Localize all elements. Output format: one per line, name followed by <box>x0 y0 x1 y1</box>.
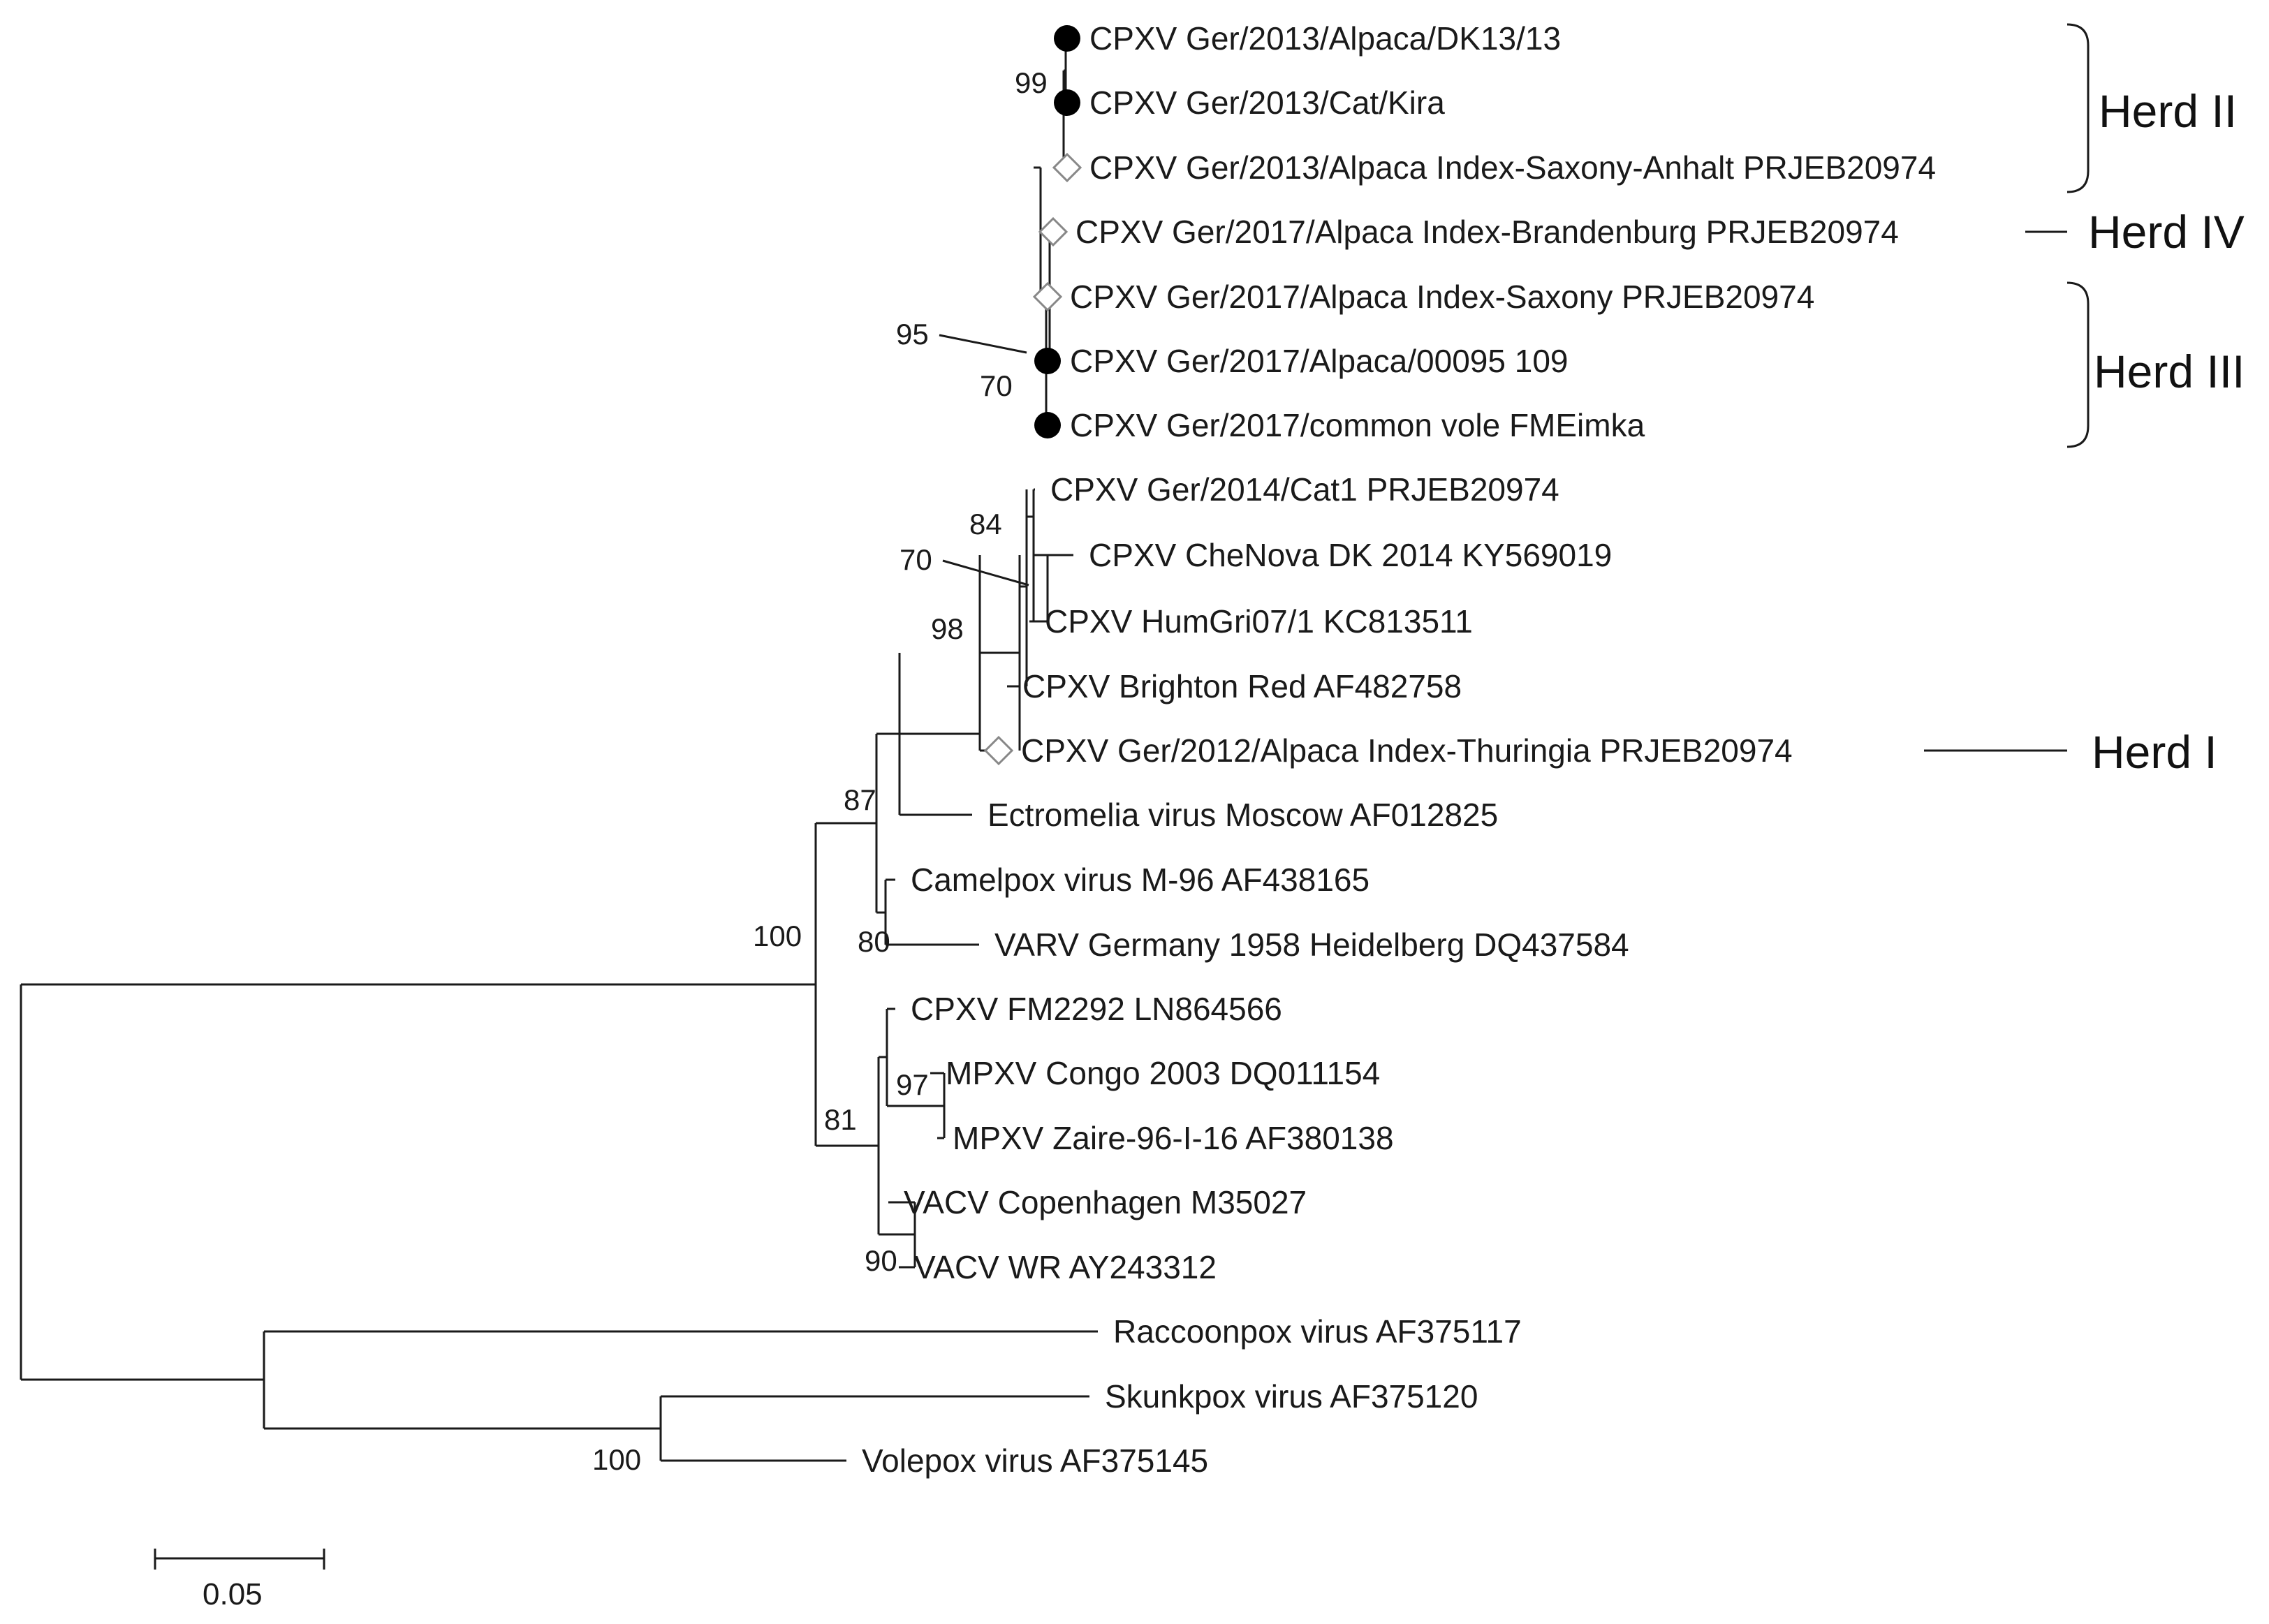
taxon-label: CPXV Ger/2017/common vole FMEimka <box>1070 407 1645 443</box>
taxon-label: CPXV Brighton Red AF482758 <box>1022 668 1462 704</box>
bootstrap-value: 70 <box>980 369 1013 402</box>
filled-circle-marker <box>1034 348 1061 374</box>
taxon-label: CPXV Ger/2014/Cat1 PRJEB20974 <box>1050 471 1559 508</box>
bootstrap-value: 81 <box>824 1103 857 1136</box>
taxon-label: Skunkpox virus AF375120 <box>1105 1378 1478 1415</box>
bootstrap-value: 80 <box>858 925 890 958</box>
open-diamond-marker <box>983 735 1014 766</box>
taxon-label: VACV Copenhagen M35027 <box>904 1184 1307 1220</box>
taxon-label: CPXV Ger/2012/Alpaca Index-Thuringia PRJ… <box>1021 732 1793 769</box>
herd-bracket <box>2066 23 2090 193</box>
open-diamond-marker <box>1038 216 1069 247</box>
filled-circle-marker <box>1034 412 1061 438</box>
taxon-label: Camelpox virus M-96 AF438165 <box>911 862 1370 898</box>
bootstrap-leader-line <box>939 334 1027 354</box>
taxon-label: VARV Germany 1958 Heidelberg DQ437584 <box>994 927 1629 963</box>
herd-bracket <box>2066 281 2090 448</box>
herd-label: Herd I <box>2092 726 2217 778</box>
taxon-label: CPXV Ger/2017/Alpaca Index-Saxony PRJEB2… <box>1070 279 1814 315</box>
bootstrap-value: 99 <box>1015 66 1048 99</box>
bootstrap-value: 70 <box>899 543 932 576</box>
taxon-label: CPXV Ger/2013/Cat/Kira <box>1089 84 1445 121</box>
taxon-label: Ectromelia virus Moscow AF012825 <box>987 797 1498 833</box>
taxon-label: CPXV CheNova DK 2014 KY569019 <box>1089 537 1612 573</box>
taxon-label: CPXV FM2292 LN864566 <box>911 991 1282 1027</box>
taxon-label: CPXV Ger/2017/Alpaca/00095 109 <box>1070 343 1569 379</box>
bootstrap-value: 97 <box>896 1068 929 1101</box>
taxon-label: CPXV Ger/2017/Alpaca Index-Brandenburg P… <box>1075 214 1899 250</box>
filled-circle-marker <box>1054 25 1080 52</box>
bootstrap-value: 84 <box>969 508 1002 540</box>
bootstrap-value: 100 <box>592 1443 641 1476</box>
herd-label: Herd II <box>2099 85 2237 137</box>
taxon-label: CPXV Ger/2013/Alpaca Index-Saxony-Anhalt… <box>1089 149 1936 186</box>
bootstrap-value: 87 <box>844 783 876 816</box>
herd-label: Herd IV <box>2088 206 2245 258</box>
taxon-label: Raccoonpox virus AF375117 <box>1113 1313 1522 1350</box>
bootstrap-value: 95 <box>896 318 929 350</box>
taxon-label: Volepox virus AF375145 <box>862 1442 1208 1479</box>
filled-circle-marker <box>1054 89 1080 116</box>
taxon-label: VACV WR AY243312 <box>914 1249 1217 1285</box>
taxon-label: CPXV Ger/2013/Alpaca/DK13/13 <box>1089 20 1561 57</box>
bootstrap-value: 98 <box>931 612 964 645</box>
bootstrap-leader-line <box>942 559 1029 586</box>
taxon-label: CPXV HumGri07/1 KC813511 <box>1045 603 1473 640</box>
taxon-label: MPXV Zaire-96-I-16 AF380138 <box>953 1120 1394 1156</box>
open-diamond-marker <box>1052 152 1082 183</box>
scale-bar-label: 0.05 <box>203 1577 263 1611</box>
herd-label: Herd III <box>2094 346 2245 397</box>
open-diamond-marker <box>1032 281 1063 312</box>
taxon-label: MPXV Congo 2003 DQ011154 <box>946 1055 1380 1091</box>
bootstrap-value: 100 <box>753 920 802 952</box>
bootstrap-value: 90 <box>865 1244 897 1277</box>
